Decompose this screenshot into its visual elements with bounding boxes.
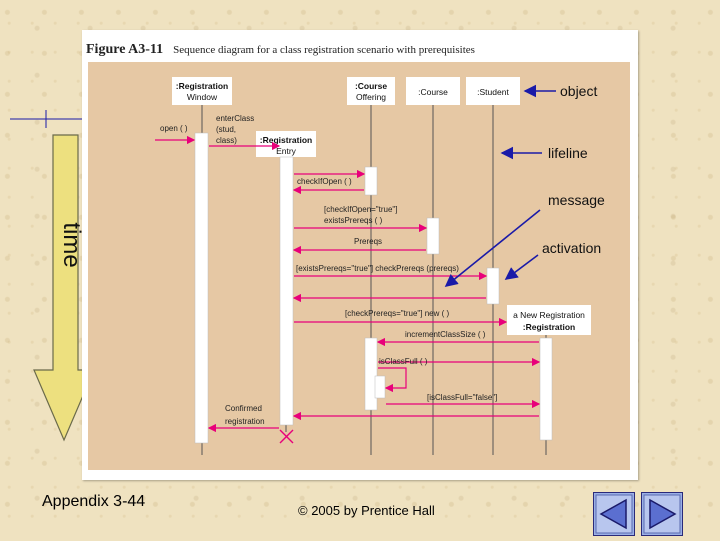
time-label: time <box>58 222 85 267</box>
footer-page-label: Appendix 3-44 <box>42 493 146 510</box>
msg-enter-class-1: enterClass <box>216 114 254 123</box>
message-arrows <box>155 135 541 433</box>
label-new-registration-2: :Registration <box>523 322 575 332</box>
msg-confirmed-2: registration <box>225 417 265 426</box>
label-new-registration-1: a New Registration <box>513 310 585 320</box>
msg-is-class-full: isClassFull ( ) <box>379 357 428 366</box>
annotation-message: message <box>548 192 605 208</box>
label-registration-entry-2: Entry <box>276 146 297 156</box>
object-registration-entry <box>256 131 316 157</box>
label-registration-window-1: :Registration <box>176 81 228 91</box>
object-student <box>466 77 520 105</box>
label-course-offering-2: Offering <box>356 92 386 102</box>
msg-check-prereqs-new: [checkPrereqs="true"] new ( ) <box>345 309 450 318</box>
object-course-offering <box>347 77 395 105</box>
previous-slide-button[interactable] <box>593 492 635 536</box>
next-slide-button[interactable] <box>641 492 683 536</box>
object-course <box>406 77 460 105</box>
label-course: :Course <box>418 87 448 97</box>
msg-exists-prereqs-check: [existsPrereqs="true"] checkPrereqs (pre… <box>296 264 459 273</box>
triangle-right-icon <box>641 492 683 536</box>
destroy-marker <box>279 429 294 444</box>
annotation-pointers <box>444 84 556 288</box>
annotation-activation: activation <box>542 240 602 256</box>
object-new-registration <box>507 305 591 335</box>
triangle-left-icon <box>593 492 635 536</box>
msg-enter-class-3: class) <box>216 136 237 145</box>
figure-heading: Figure A3-11 Sequence diagram for a clas… <box>86 40 475 58</box>
msg-if-open-1: [checkIfOpen="true"] <box>324 205 398 214</box>
msg-open: open ( ) <box>160 124 188 133</box>
figure-number: Figure A3-11 <box>86 42 164 57</box>
msg-is-class-full-false: [isClassFull="false"] <box>427 393 497 402</box>
label-registration-entry-1: :Registration <box>260 135 312 145</box>
label-course-offering-1: :Course <box>355 81 387 91</box>
msg-if-open-2: existsPrereqs ( ) <box>324 216 383 225</box>
label-registration-window-2: Window <box>187 92 218 102</box>
msg-increment-class-size: incrementClassSize ( ) <box>405 330 486 339</box>
activation-bars <box>194 132 553 444</box>
msg-enter-class-2: (stud, <box>216 125 236 134</box>
footer-copyright: © 2005 by Prentice Hall <box>298 503 435 518</box>
annotation-object: object <box>560 83 598 99</box>
msg-prereqs: Prereqs <box>354 237 382 246</box>
msg-confirmed-1: Confirmed <box>225 404 262 413</box>
object-registration-window <box>172 77 232 105</box>
msg-check-if-open: checkIfOpen ( ) <box>297 177 352 186</box>
time-arrow-shape <box>33 134 95 442</box>
annotation-lifeline: lifeline <box>548 145 588 161</box>
label-student: :Student <box>477 87 509 97</box>
figure-caption: Sequence diagram for a class registratio… <box>173 44 475 56</box>
